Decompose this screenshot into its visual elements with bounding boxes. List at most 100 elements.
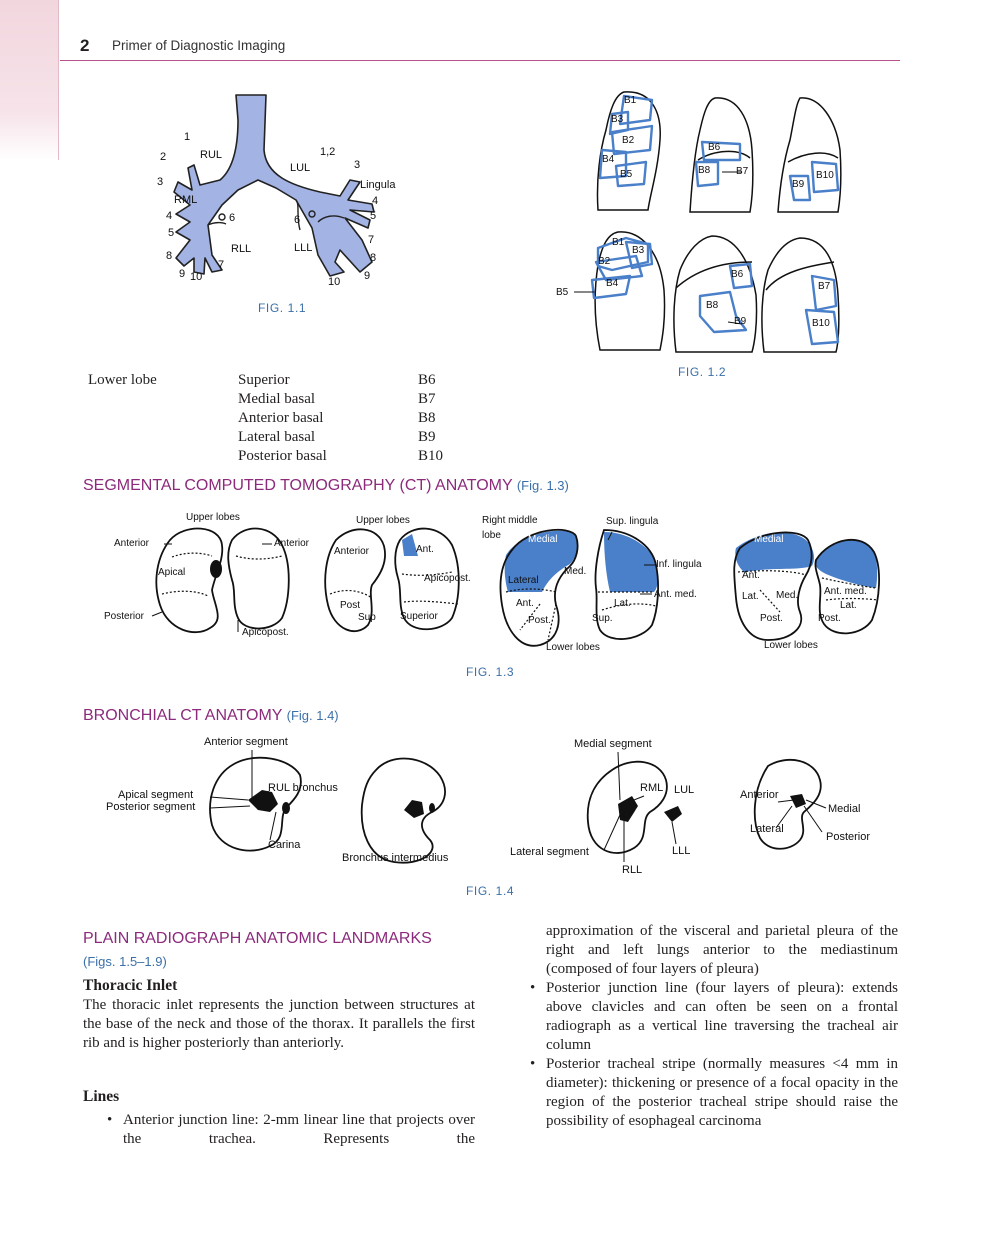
- fig13-label-medial-2: Medial: [754, 534, 784, 545]
- margin-line: [58, 0, 59, 160]
- fig11-label-5-left: 5: [370, 210, 377, 222]
- fig12-label-b3: B3: [611, 114, 624, 125]
- fig14-label-carina: Carina: [268, 839, 301, 851]
- list-item: Posterior tracheal stripe (normally meas…: [524, 1055, 898, 1131]
- figure-reference-link[interactable]: (Figs. 1.5–1.9): [83, 954, 167, 969]
- fig11-label-3-left: 3: [354, 159, 361, 171]
- lobe-table-segments: Superior Medial basal Anterior basal Lat…: [238, 371, 327, 466]
- lines-list-continuation: approximation of the visceral and pariet…: [546, 923, 898, 977]
- fig11-label-7-left: 7: [368, 234, 375, 246]
- fig14-label-posterior-segment: Posterior segment: [106, 801, 196, 813]
- section-heading-segmental-ct: SEGMENTAL COMPUTED TOMOGRAPHY (CT) ANATO…: [83, 477, 569, 495]
- fig13-label-post: Post: [340, 600, 361, 611]
- fig12-label-b8: B8: [698, 165, 711, 176]
- page-number: 2: [80, 36, 90, 55]
- fig14-label-anterior: Anterior: [740, 789, 779, 801]
- section-title: BRONCHIAL CT ANATOMY: [83, 707, 283, 724]
- fig13-label-medial-1: Medial: [528, 534, 558, 545]
- fig13-label-sup: Sup: [358, 612, 376, 623]
- fig14-label-bronchus-intermedius: Bronchus intermedius: [342, 852, 449, 864]
- fig14-label-lateral-segment: Lateral segment: [510, 846, 589, 858]
- fig12-label-b10-lower: B10: [812, 318, 830, 329]
- fig14-label-rll: RLL: [622, 864, 643, 876]
- lines-list-right: Posterior junction line (four layers of …: [524, 979, 898, 1131]
- fig13-label-ant: Ant.: [416, 544, 434, 555]
- figure-reference-link[interactable]: (Fig. 1.3): [516, 478, 569, 493]
- fig12-label-b1: B1: [624, 95, 637, 106]
- fig11-label-rml: RML: [174, 194, 198, 206]
- fig11-label-1: 1: [184, 131, 191, 143]
- fig13-label-lat-2: Lat.: [742, 591, 759, 602]
- header-rule: [60, 60, 900, 61]
- segment-code: B7: [418, 391, 436, 407]
- fig11-label-rul: RUL: [200, 149, 223, 161]
- fig11-label-4-left: 4: [372, 195, 379, 207]
- fig11-label-5: 5: [168, 227, 175, 239]
- fig11-label-8-left: 8: [370, 252, 377, 264]
- fig13-label-ant-med-1: Ant. med.: [654, 589, 697, 600]
- fig11-label-10: 10: [190, 271, 203, 283]
- fig12-label-b4-lower: B4: [606, 278, 619, 289]
- fig13-label-sup-lingula: Sup. lingula: [606, 516, 659, 527]
- book-title: Primer of Diagnostic Imaging: [112, 38, 286, 53]
- fig12-label-b10: B10: [816, 170, 834, 181]
- segment-code: B8: [418, 410, 436, 426]
- fig11-label-6-left: 6: [294, 214, 301, 226]
- segment-name: Anterior basal: [238, 410, 324, 426]
- fig12-label-b5-lower: B5: [556, 287, 569, 298]
- fig13-label-ant-3: Ant.: [742, 570, 760, 581]
- fig13-label-ant-2: Ant.: [516, 598, 534, 609]
- fig14-label-rml: RML: [640, 782, 664, 794]
- fig13-label-upper-lobes-2: Upper lobes: [356, 515, 410, 526]
- segment-name: Lateral basal: [238, 429, 316, 445]
- fig12-label-b9-lower: B9: [734, 316, 747, 327]
- fig12-label-b1-lower: B1: [612, 237, 625, 248]
- segment-name: Medial basal: [238, 391, 316, 407]
- fig11-label-3: 3: [157, 176, 164, 188]
- fig12-label-b9: B9: [792, 179, 805, 190]
- fig12-label-b7-lower: B7: [818, 281, 831, 292]
- fig13-label-right-middle-lobe: Right middle lobe: [482, 515, 538, 541]
- fig12-caption: FIG. 1.2: [678, 365, 727, 379]
- fig11-label-10-left: 10: [328, 276, 341, 288]
- fig13-caption: FIG. 1.3: [466, 665, 515, 679]
- fig13-label-superior: Superior: [400, 611, 438, 622]
- page-corner-tint: [0, 0, 58, 160]
- fig11-label-lingula: Lingula: [360, 179, 396, 191]
- fig11-label-2: 2: [160, 151, 167, 163]
- fig13-label-anterior-2: Anterior: [274, 538, 310, 549]
- fig13-label-apicopost-2: Apicopost.: [424, 573, 471, 584]
- lines-list-left: Anterior junction line: 2-mm linear line…: [101, 1111, 475, 1149]
- fig13-label-anterior-3: Anterior: [334, 546, 370, 557]
- fig13-label-ant-med-2: Ant. med.: [824, 586, 867, 597]
- fig11-label-4: 4: [166, 210, 173, 222]
- fig14-label-lul: LUL: [674, 784, 695, 796]
- subheading-lines: Lines: [83, 1088, 120, 1105]
- fig14-label-apical-segment: Apical segment: [118, 789, 194, 801]
- fig12-label-b3-lower: B3: [632, 245, 645, 256]
- fig13-label-lower-lobes-1: Lower lobes: [546, 642, 600, 653]
- fig14-label-anterior-segment: Anterior segment: [204, 736, 288, 748]
- fig13-label-med-2: Med.: [776, 590, 799, 601]
- fig13-label-upper-lobes-1: Upper lobes: [186, 512, 240, 523]
- segment-name: Superior: [238, 372, 290, 388]
- section-heading-bronchial-ct: BRONCHIAL CT ANATOMY (Fig. 1.4): [83, 707, 339, 725]
- fig11-label-7: 7: [218, 259, 225, 271]
- fig11-label-8: 8: [166, 250, 173, 262]
- fig12-label-b6-lower: B6: [731, 269, 744, 280]
- fig13-label-inf-lingula: Inf. lingula: [656, 559, 702, 570]
- segment-name: Posterior basal: [238, 448, 327, 464]
- fig13-label-posterior: Posterior: [104, 611, 145, 622]
- fig11-label-lul: LUL: [290, 162, 311, 174]
- fig11-caption: FIG. 1.1: [258, 301, 307, 315]
- fig11-label-6-right: 6: [229, 212, 236, 224]
- fig13-label-apicopost-1: Apicopost.: [242, 627, 289, 638]
- figure-reference-link[interactable]: (Fig. 1.4): [286, 708, 339, 723]
- fig12-label-b2-lower: B2: [598, 256, 611, 267]
- fig13-label-post-3: Post.: [760, 613, 783, 624]
- section-heading-plain-radiograph-ref: (Figs. 1.5–1.9): [83, 953, 167, 971]
